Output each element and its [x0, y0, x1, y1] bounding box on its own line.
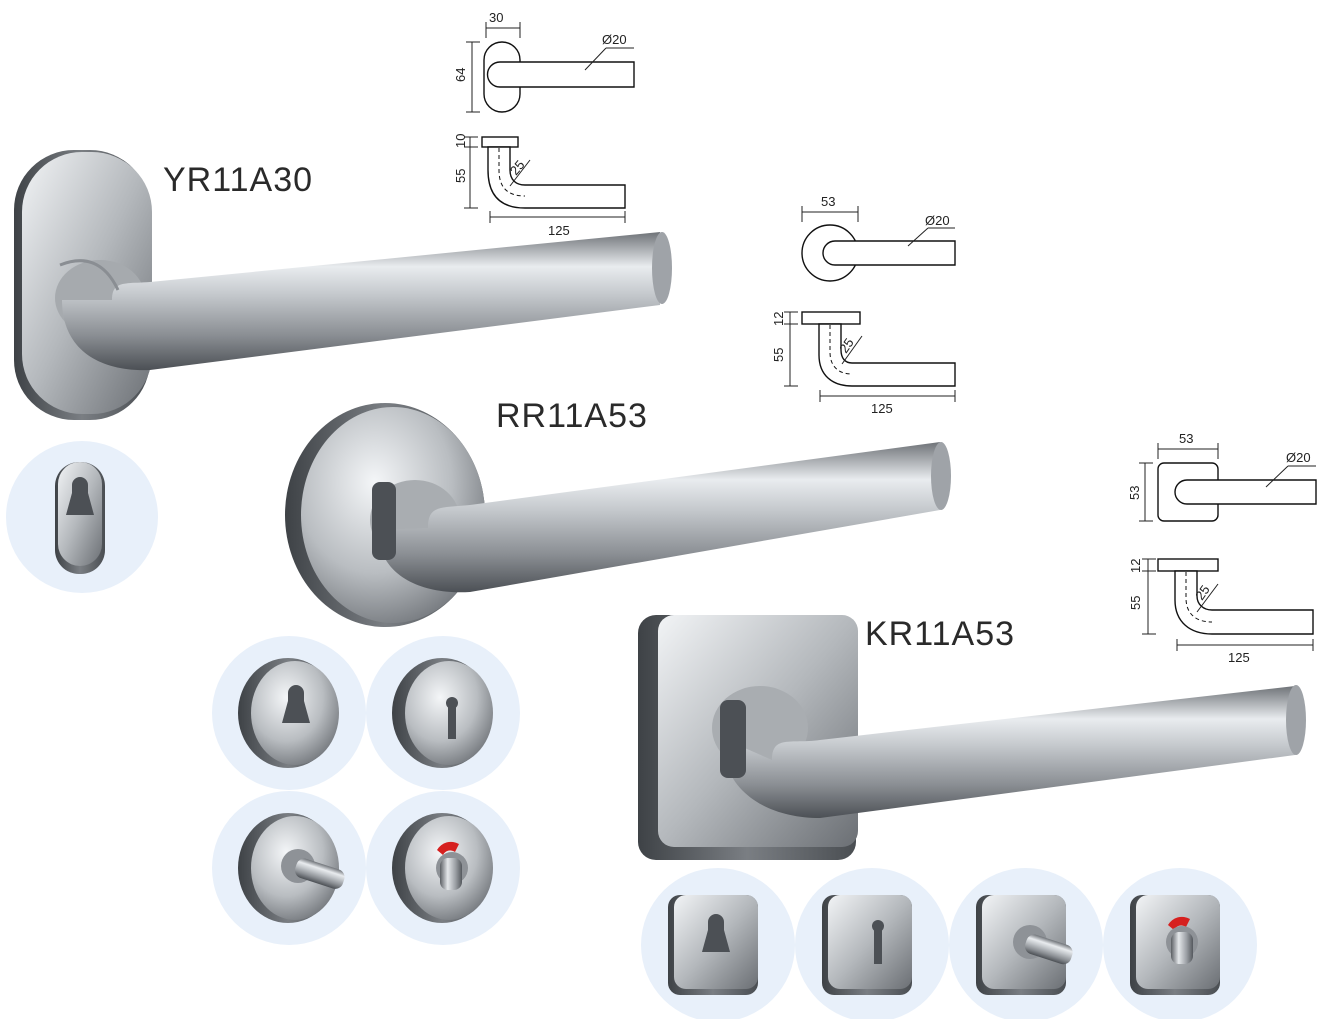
dim-rose-height: 53 — [1127, 486, 1142, 500]
dim-lever-height: 55 — [771, 348, 786, 362]
escutcheon-square-keyhole — [795, 868, 949, 1019]
handle-render-oval-rose — [14, 150, 672, 420]
dim-lever-length: 125 — [871, 401, 893, 416]
dim-lever-diameter: Ø20 — [925, 213, 950, 228]
dim-lever-length: 125 — [1228, 650, 1250, 665]
technical-drawing-yr11a30: 30 64 Ø20 25 10 55 125 — [453, 10, 635, 238]
escutcheon-square-cylinder — [641, 868, 795, 1019]
red-indicator — [1168, 916, 1190, 930]
dim-lever-diameter: Ø20 — [1286, 450, 1311, 465]
technical-drawing-kr11a53: 53 53 Ø20 25 12 55 125 — [1127, 431, 1317, 665]
product-code-label: RR11A53 — [496, 397, 648, 435]
handle-render-square-rose — [638, 615, 1306, 860]
dim-rose-width: 53 — [1179, 431, 1193, 446]
escutcheon-round-keyhole — [366, 636, 520, 790]
handle-render-round-rose — [285, 403, 951, 627]
dim-rose-thickness: 12 — [771, 312, 786, 326]
turn-and-release-indicator-square — [1103, 868, 1257, 1019]
dim-lever-height: 55 — [1128, 596, 1143, 610]
dim-rose-thickness: 10 — [453, 134, 468, 148]
dim-rose-width: 53 — [821, 194, 835, 209]
product-code-label: YR11A30 — [163, 161, 313, 199]
product-kr11a53: KR11A53 — [638, 431, 1317, 1019]
turn-and-release-round — [212, 791, 366, 945]
dim-bend-radius: 25 — [836, 335, 857, 355]
dim-lever-height: 55 — [453, 169, 468, 183]
dim-rose-width: 30 — [489, 10, 503, 25]
turn-and-release-indicator-round — [366, 791, 520, 945]
technical-drawing-rr11a53: 53 Ø20 25 12 55 125 — [771, 194, 956, 416]
dim-bend-radius: 25 — [1192, 582, 1213, 602]
dim-lever-diameter: Ø20 — [602, 32, 627, 47]
escutcheon-oval-cylinder — [6, 441, 158, 593]
dim-lever-length: 125 — [548, 223, 570, 238]
dim-rose-height: 64 — [453, 68, 468, 82]
product-code-label: KR11A53 — [865, 615, 1015, 653]
turn-and-release-square — [949, 868, 1103, 1019]
dim-rose-thickness: 12 — [1128, 559, 1143, 573]
red-indicator — [437, 841, 459, 855]
product-rr11a53: RR11A53 — [212, 194, 956, 945]
product-yr11a30: YR11A30 30 64 — [6, 10, 672, 593]
escutcheon-round-cylinder — [212, 636, 366, 790]
